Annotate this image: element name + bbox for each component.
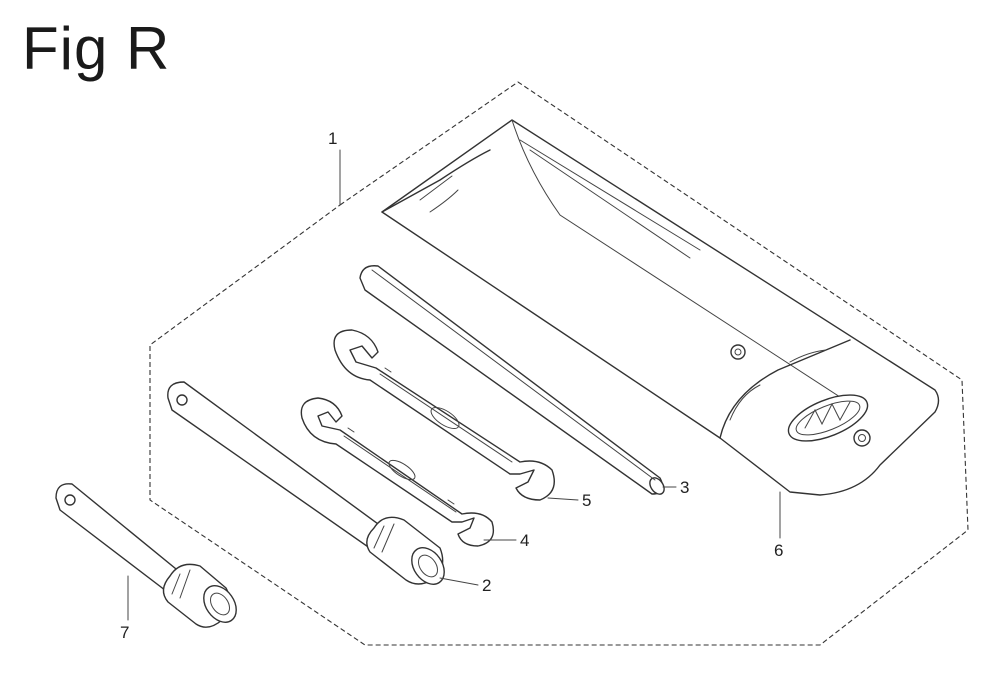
leader-line-2 [439,577,479,586]
callout-3: 3 [680,478,689,497]
part-spark-plug-wrench [55,483,237,628]
kit-boundary-outline [149,81,969,646]
part-wrench-large [333,329,555,501]
callout-5: 5 [582,491,591,510]
snap-button-icon [730,344,746,360]
callout-1: 1 [328,129,337,148]
snap-button-icon [853,429,871,447]
callout-7: 7 [120,623,129,642]
callout-4: 4 [520,531,529,550]
callout-6: 6 [774,541,783,560]
figure-title: Fig R [22,15,171,82]
part-extension-bar [359,265,665,495]
part-tool-pouch [381,119,940,496]
part-box-spanner [167,381,445,585]
callout-2: 2 [482,576,491,595]
part-wrench-small [300,397,495,547]
leader-line-5 [547,497,579,501]
